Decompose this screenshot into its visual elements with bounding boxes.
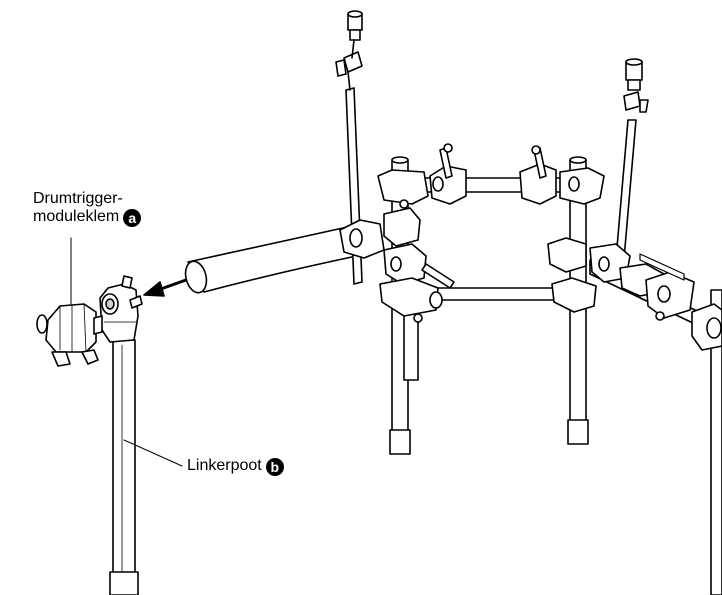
main-rack [339,143,722,595]
arrow-left-icon [143,278,188,297]
left-leg [99,275,143,595]
clamp-label-line1: Drumtrigger- [33,190,123,207]
side-arm-tube [184,225,367,294]
clamp-marker-badge: a [123,209,142,227]
drum-trigger-module-clamp [36,303,103,367]
leg-label-text: Linkerpoot [187,457,262,474]
leg-leader-line [123,439,183,467]
leg-marker-badge: b [265,458,284,476]
clamp-label-text: moduleklem [33,208,120,225]
